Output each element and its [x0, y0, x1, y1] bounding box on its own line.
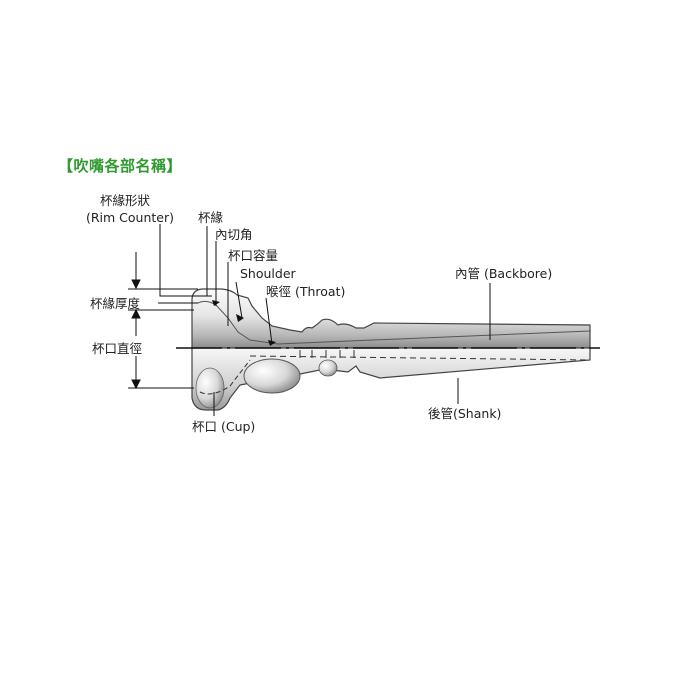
- leader-lines: [159, 224, 491, 416]
- shank-label: 後管(Shank): [428, 406, 502, 421]
- throat-label: 喉徑 (Throat): [266, 284, 346, 299]
- diagram-title: 【吹嘴各部名稱】: [58, 157, 183, 175]
- cup-dashed-outline: [199, 359, 251, 395]
- backbore-label: 內管 (Backbore): [455, 266, 553, 281]
- shoulder-label: Shoulder: [240, 266, 296, 281]
- bore-taper-line: [249, 355, 591, 361]
- rim-ring: [195, 367, 225, 409]
- dimension-lines: [128, 252, 198, 390]
- rim-shape-label-en: (Rim Counter): [86, 210, 175, 225]
- rim-thickness-label: 杯緣厚度: [90, 296, 141, 311]
- cup-label: 杯口 (Cup): [192, 419, 256, 434]
- rim-shape-label-zh: 杯緣形狀: [100, 193, 151, 208]
- leader-arrowheads: [212, 300, 276, 346]
- bore-upper-outline: [197, 300, 591, 345]
- shank-ring: [318, 359, 338, 377]
- cup-volume-label: 杯口容量: [228, 248, 279, 263]
- cup-bulb: [243, 358, 301, 394]
- rim-label: 杯緣: [198, 210, 224, 225]
- inner-edge-label: 內切角: [215, 227, 253, 242]
- throat-ticks: [299, 350, 355, 358]
- cup-diameter-label: 杯口直徑: [92, 341, 143, 356]
